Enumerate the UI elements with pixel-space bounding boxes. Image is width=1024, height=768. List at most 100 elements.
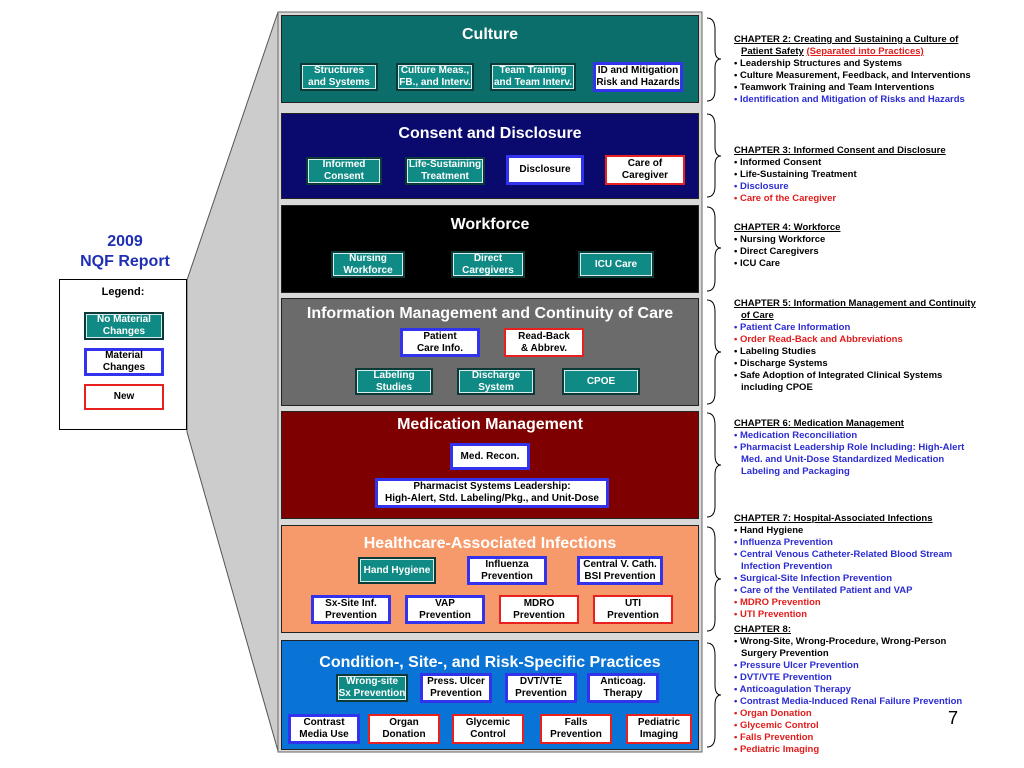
box-pediatric-imaging: Pediatric Imaging [626, 714, 692, 744]
chapter-item: • Pressure Ulcer Prevention [734, 660, 859, 671]
section-culture: Culture Structures and Systems Culture M… [281, 15, 699, 103]
box-read-back-abbrev: Read-Back & Abbrev. [504, 328, 584, 357]
chapter-heading: CHAPTER 3: Informed Consent and Disclosu… [734, 145, 946, 156]
legend-no-material-changes: No Material Changes [84, 312, 164, 340]
chapter-5-notes: CHAPTER 5: Information Management and Co… [734, 298, 1020, 394]
section-title: Healthcare-Associated Infections [363, 535, 617, 552]
box-vap-prevention: VAP Prevention [405, 595, 485, 624]
chapter-item: • Culture Measurement, Feedback, and Int… [734, 70, 971, 81]
chapter-item: • Patient Care Information [734, 322, 851, 333]
box-nursing-workforce: Nursing Workforce [331, 251, 405, 278]
chapter-item: • Glycemic Control [734, 720, 819, 731]
chapter-item: • Pharmacist Leadership Role Including: … [734, 442, 965, 477]
chapter-8-notes: CHAPTER 8: • Wrong-Site, Wrong-Procedure… [734, 624, 1020, 756]
legend-new: New [84, 384, 164, 410]
chapter-heading: CHAPTER 5: Information Management and Co… [734, 298, 976, 309]
chapter-item: • Falls Prevention [734, 732, 814, 743]
chapter-item: • Identification and Mitigation of Risks… [734, 94, 965, 105]
page-number: 7 [948, 708, 959, 728]
chapter-heading: CHAPTER 8: [734, 624, 792, 635]
chapter-item: • Life-Sustaining Treatment [734, 169, 857, 180]
chapter-item: • Labeling Studies [734, 346, 816, 357]
section-title: Information Management and Continuity of… [306, 305, 674, 322]
box-id-mitigation-risk: ID and Mitigation Risk and Hazards [593, 62, 683, 92]
chapter-item: • Leadership Structures and Systems [734, 58, 903, 69]
box-hand-hygiene: Hand Hygiene [358, 557, 436, 584]
chapter-2-notes: CHAPTER 2: Creating and Sustaining a Cul… [734, 34, 1020, 106]
chapter-item: • Direct Caregivers [734, 246, 819, 257]
box-care-of-caregiver: Care of Caregiver [605, 155, 685, 185]
chapter-item: • Anticoagulation Therapy [734, 684, 851, 695]
box-uti-prevention: UTI Prevention [593, 595, 673, 624]
chapter-item: • Teamwork Training and Team Interventio… [734, 82, 935, 93]
chapter-item: • Pediatric Imaging [734, 744, 820, 755]
box-press-ulcer: Press. Ulcer Prevention [420, 673, 492, 703]
box-central-v-cath: Central V. Cath. BSI Prevention [577, 556, 663, 585]
chapter-4-notes: CHAPTER 4: Workforce • Nursing Workforce… [734, 222, 1020, 270]
box-organ-donation: Organ Donation [368, 714, 440, 744]
section-condition-site-risk: Condition-, Site-, and Risk-Specific Pra… [281, 640, 699, 750]
box-labeling-studies: Labeling Studies [355, 368, 433, 395]
chapter-item: • ICU Care [734, 258, 781, 269]
chapter-item: • Wrong-Site, Wrong-Procedure, Wrong-Per… [734, 636, 947, 659]
chapter-note: (Separated into Practices) [806, 46, 924, 57]
box-culture-measurement: Culture Meas., FB., and Interv. [396, 63, 474, 91]
box-influenza-prevention: Influenza Prevention [467, 556, 547, 585]
section-title: Workforce [450, 216, 530, 233]
chapter-item: • Disclosure [734, 181, 789, 192]
chapter-item: • Order Read-Back and Abbreviations [734, 334, 903, 345]
legend-title: Legend: [101, 286, 145, 298]
chapter-item: • Medication Reconciliation [734, 430, 858, 441]
chapter-heading-cont: of Care [741, 310, 774, 321]
box-pharmacist-leadership: Pharmacist Systems Leadership: High-Aler… [375, 478, 609, 508]
chapter-item: • Care of the Ventilated Patient and VAP [734, 585, 913, 596]
chapter-heading: CHAPTER 6: Medication Management [734, 418, 904, 429]
chapter-heading: CHAPTER 7: Hospital-Associated Infection… [734, 513, 933, 524]
chapter-3-notes: CHAPTER 3: Informed Consent and Disclosu… [734, 145, 1020, 205]
chapter-heading: CHAPTER 2: Creating and Sustaining a Cul… [734, 34, 959, 45]
box-icu-care: ICU Care [578, 251, 654, 278]
section-medication-management: Medication Management Med. Recon. Pharma… [281, 411, 699, 519]
box-discharge-system: Discharge System [457, 368, 535, 395]
chapter-item: • Discharge Systems [734, 358, 828, 369]
legend: Legend: No Material Changes Material Cha… [59, 279, 187, 430]
box-mdro-prevention: MDRO Prevention [499, 595, 579, 624]
chapter-heading-cont: Patient Safety [741, 46, 804, 57]
box-direct-caregivers: Direct Caregivers [451, 251, 525, 278]
box-life-sustaining: Life-Sustaining Treatment [405, 157, 485, 185]
chapter-item: • Influenza Prevention [734, 537, 833, 548]
box-team-training: Team Training and Team Interv. [490, 63, 576, 91]
chapter-item: • Care of the Caregiver [734, 193, 837, 204]
section-title: Consent and Disclosure [398, 125, 582, 142]
chapter-item: • Nursing Workforce [734, 234, 826, 245]
box-glycemic-control: Glycemic Control [452, 714, 524, 744]
section-workforce: Workforce Nursing Workforce Direct Careg… [281, 205, 699, 293]
section-healthcare-infections: Healthcare-Associated Infections Hand Hy… [281, 525, 699, 633]
chapter-item: • Hand Hygiene [734, 525, 804, 536]
chapter-6-notes: CHAPTER 6: Medication Management • Medic… [734, 418, 1020, 478]
box-disclosure: Disclosure [506, 155, 584, 185]
chapter-item: • Central Venous Catheter-Related Blood … [734, 549, 953, 572]
box-wrong-site-sx: Wrong-site Sx Prevention [336, 674, 408, 702]
chapter-item: • Contrast Media-Induced Renal Failure P… [734, 696, 963, 707]
chapter-item: • MDRO Prevention [734, 597, 821, 608]
box-cpoe: CPOE [562, 368, 640, 395]
section-information-management: Information Management and Continuity of… [281, 298, 699, 406]
box-med-recon: Med. Recon. [450, 443, 530, 470]
chapter-item: • Informed Consent [734, 157, 822, 168]
chapter-item: • Surgical-Site Infection Prevention [734, 573, 892, 584]
box-dvt-vte: DVT/VTE Prevention [505, 673, 577, 703]
box-anticoag-therapy: Anticoag. Therapy [587, 673, 659, 703]
chapter-item: • Organ Donation [734, 708, 812, 719]
section-title: Culture [462, 26, 518, 43]
chapter-item: • UTI Prevention [734, 609, 808, 620]
box-patient-care-info: Patient Care Info. [400, 328, 480, 357]
box-sx-site-inf: Sx-Site Inf. Prevention [311, 595, 391, 624]
brace-connectors [706, 17, 722, 748]
box-contrast-media: Contrast Media Use [288, 714, 360, 744]
chapter-item: • Safe Adoption of Integrated Clinical S… [734, 370, 943, 393]
legend-material-changes: Material Changes [84, 348, 164, 376]
chapter-7-notes: CHAPTER 7: Hospital-Associated Infection… [734, 513, 1020, 621]
chapter-heading: CHAPTER 4: Workforce [734, 222, 841, 233]
box-structures-systems: Structures and Systems [300, 63, 378, 91]
